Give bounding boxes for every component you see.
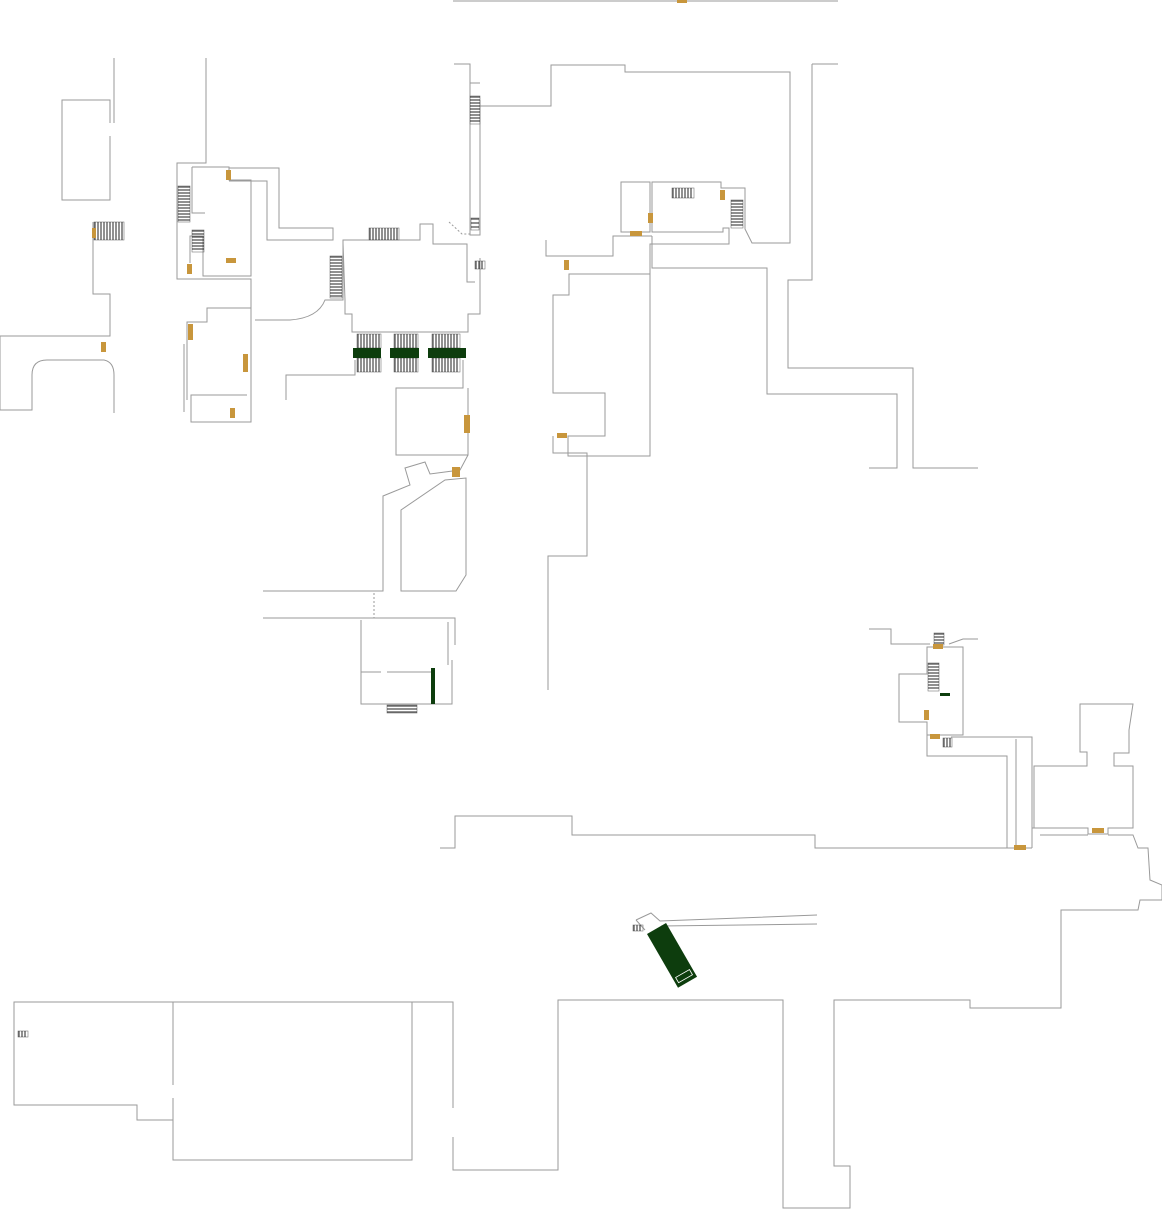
stairs-17 [730,199,744,229]
door-19 [930,734,940,739]
wall-south-corridor [440,815,1032,849]
stairs-5 [329,255,343,299]
stairs-9 [356,333,382,349]
wall-central-lower [263,360,469,705]
fixtures-layer [353,348,950,988]
wall-dotted-link [373,221,470,618]
door-13 [557,433,567,438]
door-3 [92,228,96,238]
door-8 [243,354,248,372]
door-1 [677,0,687,3]
stairs-19 [927,662,940,692]
wall-east-building [13,703,1162,1209]
fixture-bar-3 [428,348,466,358]
door-21 [1092,828,1104,833]
stairs-21 [632,924,644,932]
stairs-22 [17,1030,29,1038]
door-4 [226,170,231,180]
door-14 [648,213,653,223]
door-5 [187,264,192,274]
door-2 [101,342,106,352]
stairs-15 [386,704,418,714]
stairs-10 [356,357,382,373]
door-20 [1014,845,1026,850]
door-7 [188,324,193,340]
stairs-layer [17,95,953,1038]
stairs-20 [942,737,953,748]
wall-east-centre [547,63,978,690]
stairs-12 [393,357,419,373]
door-16 [720,190,725,200]
stairs-4 [368,227,400,241]
door-15 [630,231,642,236]
stairs-3 [191,229,205,253]
fixture-vertical-bar [431,668,435,704]
stairs-18 [933,632,945,646]
wall-west-block [0,58,115,413]
door-9 [230,408,235,418]
fixture-small-bar [940,693,950,696]
door-11 [452,467,460,477]
fixture-bar-1 [353,348,381,358]
door-18 [924,710,929,720]
stairs-2 [177,185,191,223]
door-17 [933,644,943,649]
wall-west-centre [176,58,475,423]
stairs-14 [431,357,461,373]
doors-layer [92,0,1104,850]
stairs-1 [93,221,125,241]
fixture-bar-2 [390,348,419,358]
wall-central-hall [342,63,791,457]
stairs-group [17,95,953,1038]
door-10 [464,415,470,433]
stairs-6 [469,95,481,125]
wall-east-middle [869,628,1033,848]
door-12 [564,260,569,270]
door-6 [226,258,236,263]
stairs-16 [671,187,695,199]
stairs-8 [474,260,486,270]
fixture-angled-ramp [647,923,698,988]
stairs-11 [393,333,419,349]
stairs-7 [470,217,480,231]
stairs-13 [431,333,461,349]
